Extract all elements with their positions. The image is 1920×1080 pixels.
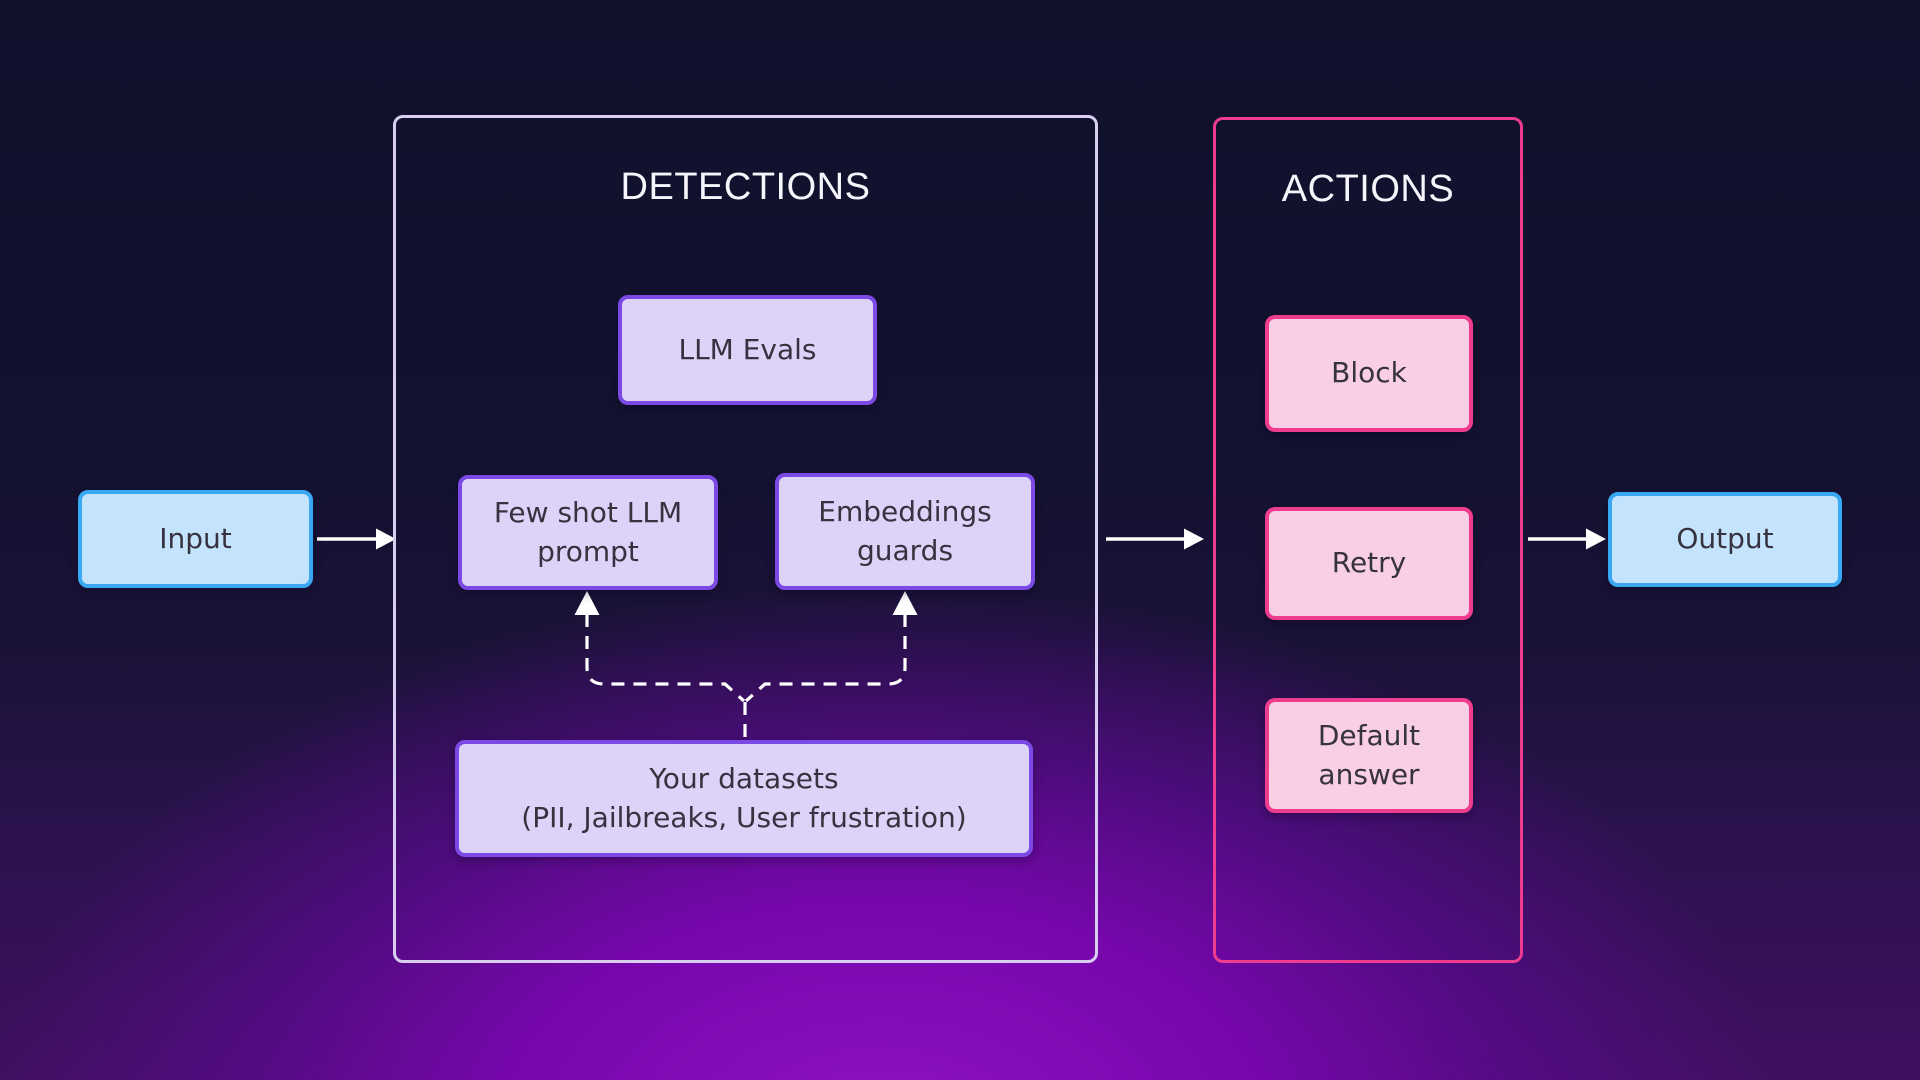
- few-shot-llm-prompt-node: Few shot LLM prompt: [458, 475, 718, 590]
- retry-node: Retry: [1265, 507, 1473, 620]
- default-answer-node: Default answer: [1265, 698, 1473, 813]
- actions-panel: ACTIONS: [1213, 117, 1523, 963]
- your-datasets-node: Your datasets (PII, Jailbreaks, User fru…: [455, 740, 1033, 857]
- input-label: Input: [159, 521, 232, 555]
- embeddings-guards-node: Embeddings guards: [775, 473, 1035, 590]
- input-node: Input: [78, 490, 313, 588]
- retry-label: Retry: [1331, 546, 1407, 580]
- default-answer-label: Default answer: [1317, 719, 1421, 791]
- block-label: Block: [1331, 356, 1407, 390]
- actions-to-output-arrow: [1528, 528, 1606, 550]
- datasets-label: Your datasets (PII, Jailbreaks, User fru…: [521, 762, 967, 834]
- detections-panel: DETECTIONS: [393, 115, 1098, 963]
- actions-title: ACTIONS: [1281, 168, 1455, 210]
- embeddings-label: Embeddings guards: [818, 495, 992, 567]
- input-to-detections-arrow: [317, 528, 396, 550]
- output-node: Output: [1608, 492, 1842, 587]
- detections-title: DETECTIONS: [620, 166, 871, 208]
- llm-evals-label: LLM Evals: [678, 332, 817, 366]
- llm-evals-node: LLM Evals: [618, 295, 877, 405]
- detections-to-actions-arrow: [1106, 528, 1204, 550]
- few-shot-label: Few shot LLM prompt: [493, 496, 683, 568]
- block-node: Block: [1265, 315, 1473, 432]
- output-label: Output: [1676, 522, 1774, 556]
